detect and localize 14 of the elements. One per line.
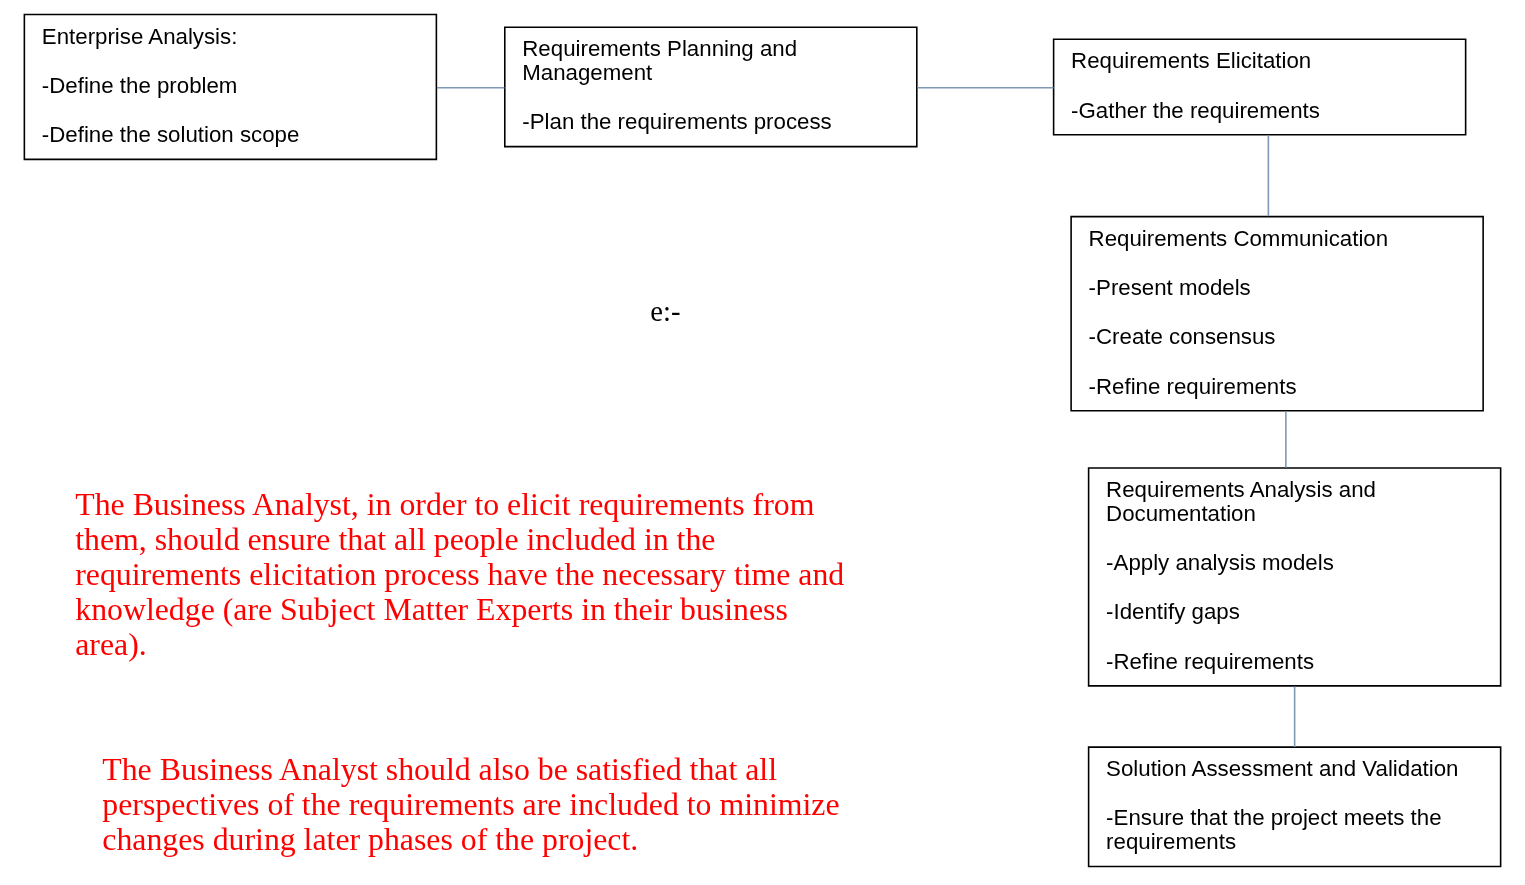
node-box: Requirements Planning and Management -Plan the requirements process <box>504 26 918 148</box>
label: The Business Analyst, in order to elicit requirements from them, should ensure that all people included in the requirements elicitation process have the necessary time and knowledge (are Subject Matter Experts in their business area). <box>75 486 845 662</box>
node-box: Solution Assessment and Validation -Ensure that the project meets the requirements <box>1087 746 1502 868</box>
connector <box>916 86 1055 89</box>
node-box: Enterprise Analysis: -Define the problem -Define the solution scope <box>23 13 438 161</box>
label: The Business Analyst should also be satisfied that all perspectives of the requirements are included to minimize changes during later phases of the project. <box>102 751 840 857</box>
connector <box>436 86 506 89</box>
node-box: Requirements Elicitation -Gather the requirements <box>1052 38 1467 136</box>
node-box: Requirements Analysis and Documentation -Apply analysis models -Identify gaps -Refine requirements <box>1087 467 1502 687</box>
connector <box>1293 685 1296 748</box>
label: e:- <box>650 294 681 327</box>
connector <box>1267 134 1270 217</box>
connector <box>1285 410 1287 469</box>
node-box: Requirements Communication -Present models -Create consensus -Refine requirements <box>1070 215 1484 412</box>
